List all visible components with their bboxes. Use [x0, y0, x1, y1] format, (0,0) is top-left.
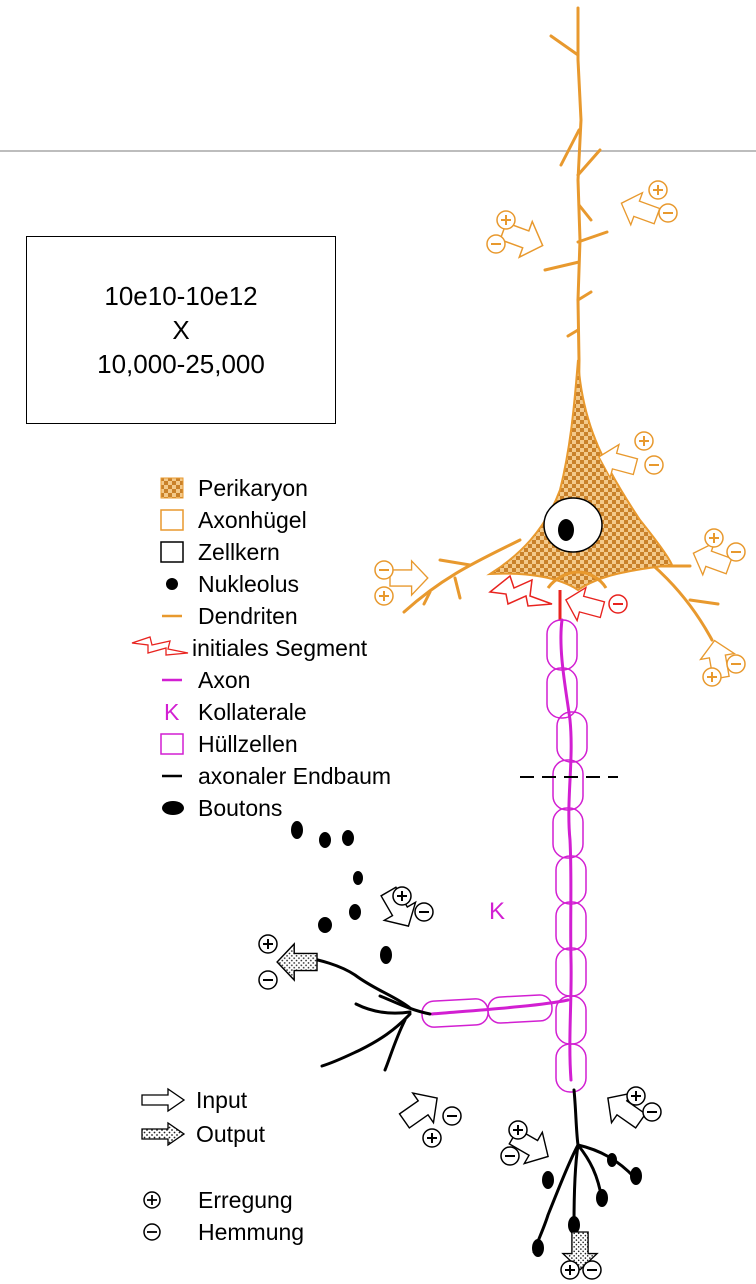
stat-line-3: 10,000-25,000	[97, 349, 265, 379]
stat-line-1: 10e10-10e12	[104, 281, 258, 311]
legend-label: Hüllzellen	[198, 730, 298, 757]
legend-label: Kollaterale	[198, 698, 307, 725]
huellzellen	[421, 619, 588, 1093]
legend-item-perikaryon: Perikaryon	[160, 474, 308, 502]
legend-label: Dendriten	[198, 602, 298, 629]
axon-hillock	[546, 570, 608, 589]
legend-label: Zellkern	[198, 538, 280, 565]
legend-item-nukleolus: Nukleolus	[160, 570, 299, 598]
stat-line-2: X	[172, 315, 190, 345]
k-letter-icon: K	[160, 698, 198, 726]
legend-item-boutons: Boutons	[160, 794, 282, 822]
minus-circle-icon	[140, 1218, 198, 1246]
nucleolus	[558, 519, 574, 541]
collateral-label: K	[489, 898, 506, 925]
input-arrow-icon	[138, 1086, 196, 1114]
initial-segment-lightning	[488, 574, 553, 607]
legend-item-initiales-segment: initiales Segment	[130, 634, 367, 662]
legend-label: Input	[196, 1086, 248, 1113]
zellkern-swatch-icon	[160, 538, 198, 566]
plus-circle-icon	[140, 1186, 198, 1214]
endbaum-line-icon	[160, 762, 198, 790]
axon	[430, 618, 573, 1082]
legend-label: Output	[196, 1120, 266, 1147]
legend-label: Hemmung	[198, 1218, 305, 1245]
legend-label: Axon	[198, 666, 251, 693]
output-arrow-icon	[138, 1120, 196, 1148]
legend-item-axonhuegel: Axonhügel	[160, 506, 307, 534]
legend-item-input: Input	[138, 1086, 247, 1114]
sign-marks	[263, 185, 741, 1275]
perikaryon	[486, 359, 674, 592]
legend-label: Axonhügel	[198, 506, 307, 533]
legend-item-zellkern: Zellkern	[160, 538, 280, 566]
lightning-icon	[130, 634, 192, 662]
legend-item-erregung: Erregung	[140, 1186, 293, 1214]
legend-item-dendriten: Dendriten	[160, 602, 298, 630]
legend-label: Erregung	[198, 1186, 293, 1213]
axon-line-icon	[160, 666, 198, 694]
axonaler-endbaum	[298, 954, 637, 1254]
k-symbol: K	[164, 698, 180, 725]
legend-item-output: Output	[138, 1120, 265, 1148]
legend-item-endbaum: axonaler Endbaum	[160, 762, 391, 790]
top-divider-line	[0, 150, 756, 152]
legend-label: axonaler Endbaum	[198, 762, 392, 789]
legend-item-huellzellen: Hüllzellen	[160, 730, 298, 758]
legend-label: Nukleolus	[198, 570, 299, 597]
nukleolus-dot-icon	[160, 570, 198, 598]
legend-label: Boutons	[198, 794, 283, 821]
dendrite-line-icon	[160, 602, 198, 630]
boutons	[291, 821, 642, 1257]
bouton-ellipse-icon	[160, 794, 198, 822]
legend-item-hemmung: Hemmung	[140, 1218, 304, 1246]
legend-label: initiales Segment	[192, 634, 368, 661]
legend-item-axon: Axon	[160, 666, 250, 694]
huellzellen-swatch-icon	[160, 730, 198, 758]
perikaryon-swatch-icon	[160, 474, 198, 502]
output-arrows	[276, 943, 598, 1271]
legend-label: Perikaryon	[198, 474, 308, 501]
neuron-count-box: 10e10-10e12 X 10,000-25,000	[26, 236, 336, 424]
axonhuegel-swatch-icon	[160, 506, 198, 534]
legend-item-kollaterale: K Kollaterale	[160, 698, 307, 726]
